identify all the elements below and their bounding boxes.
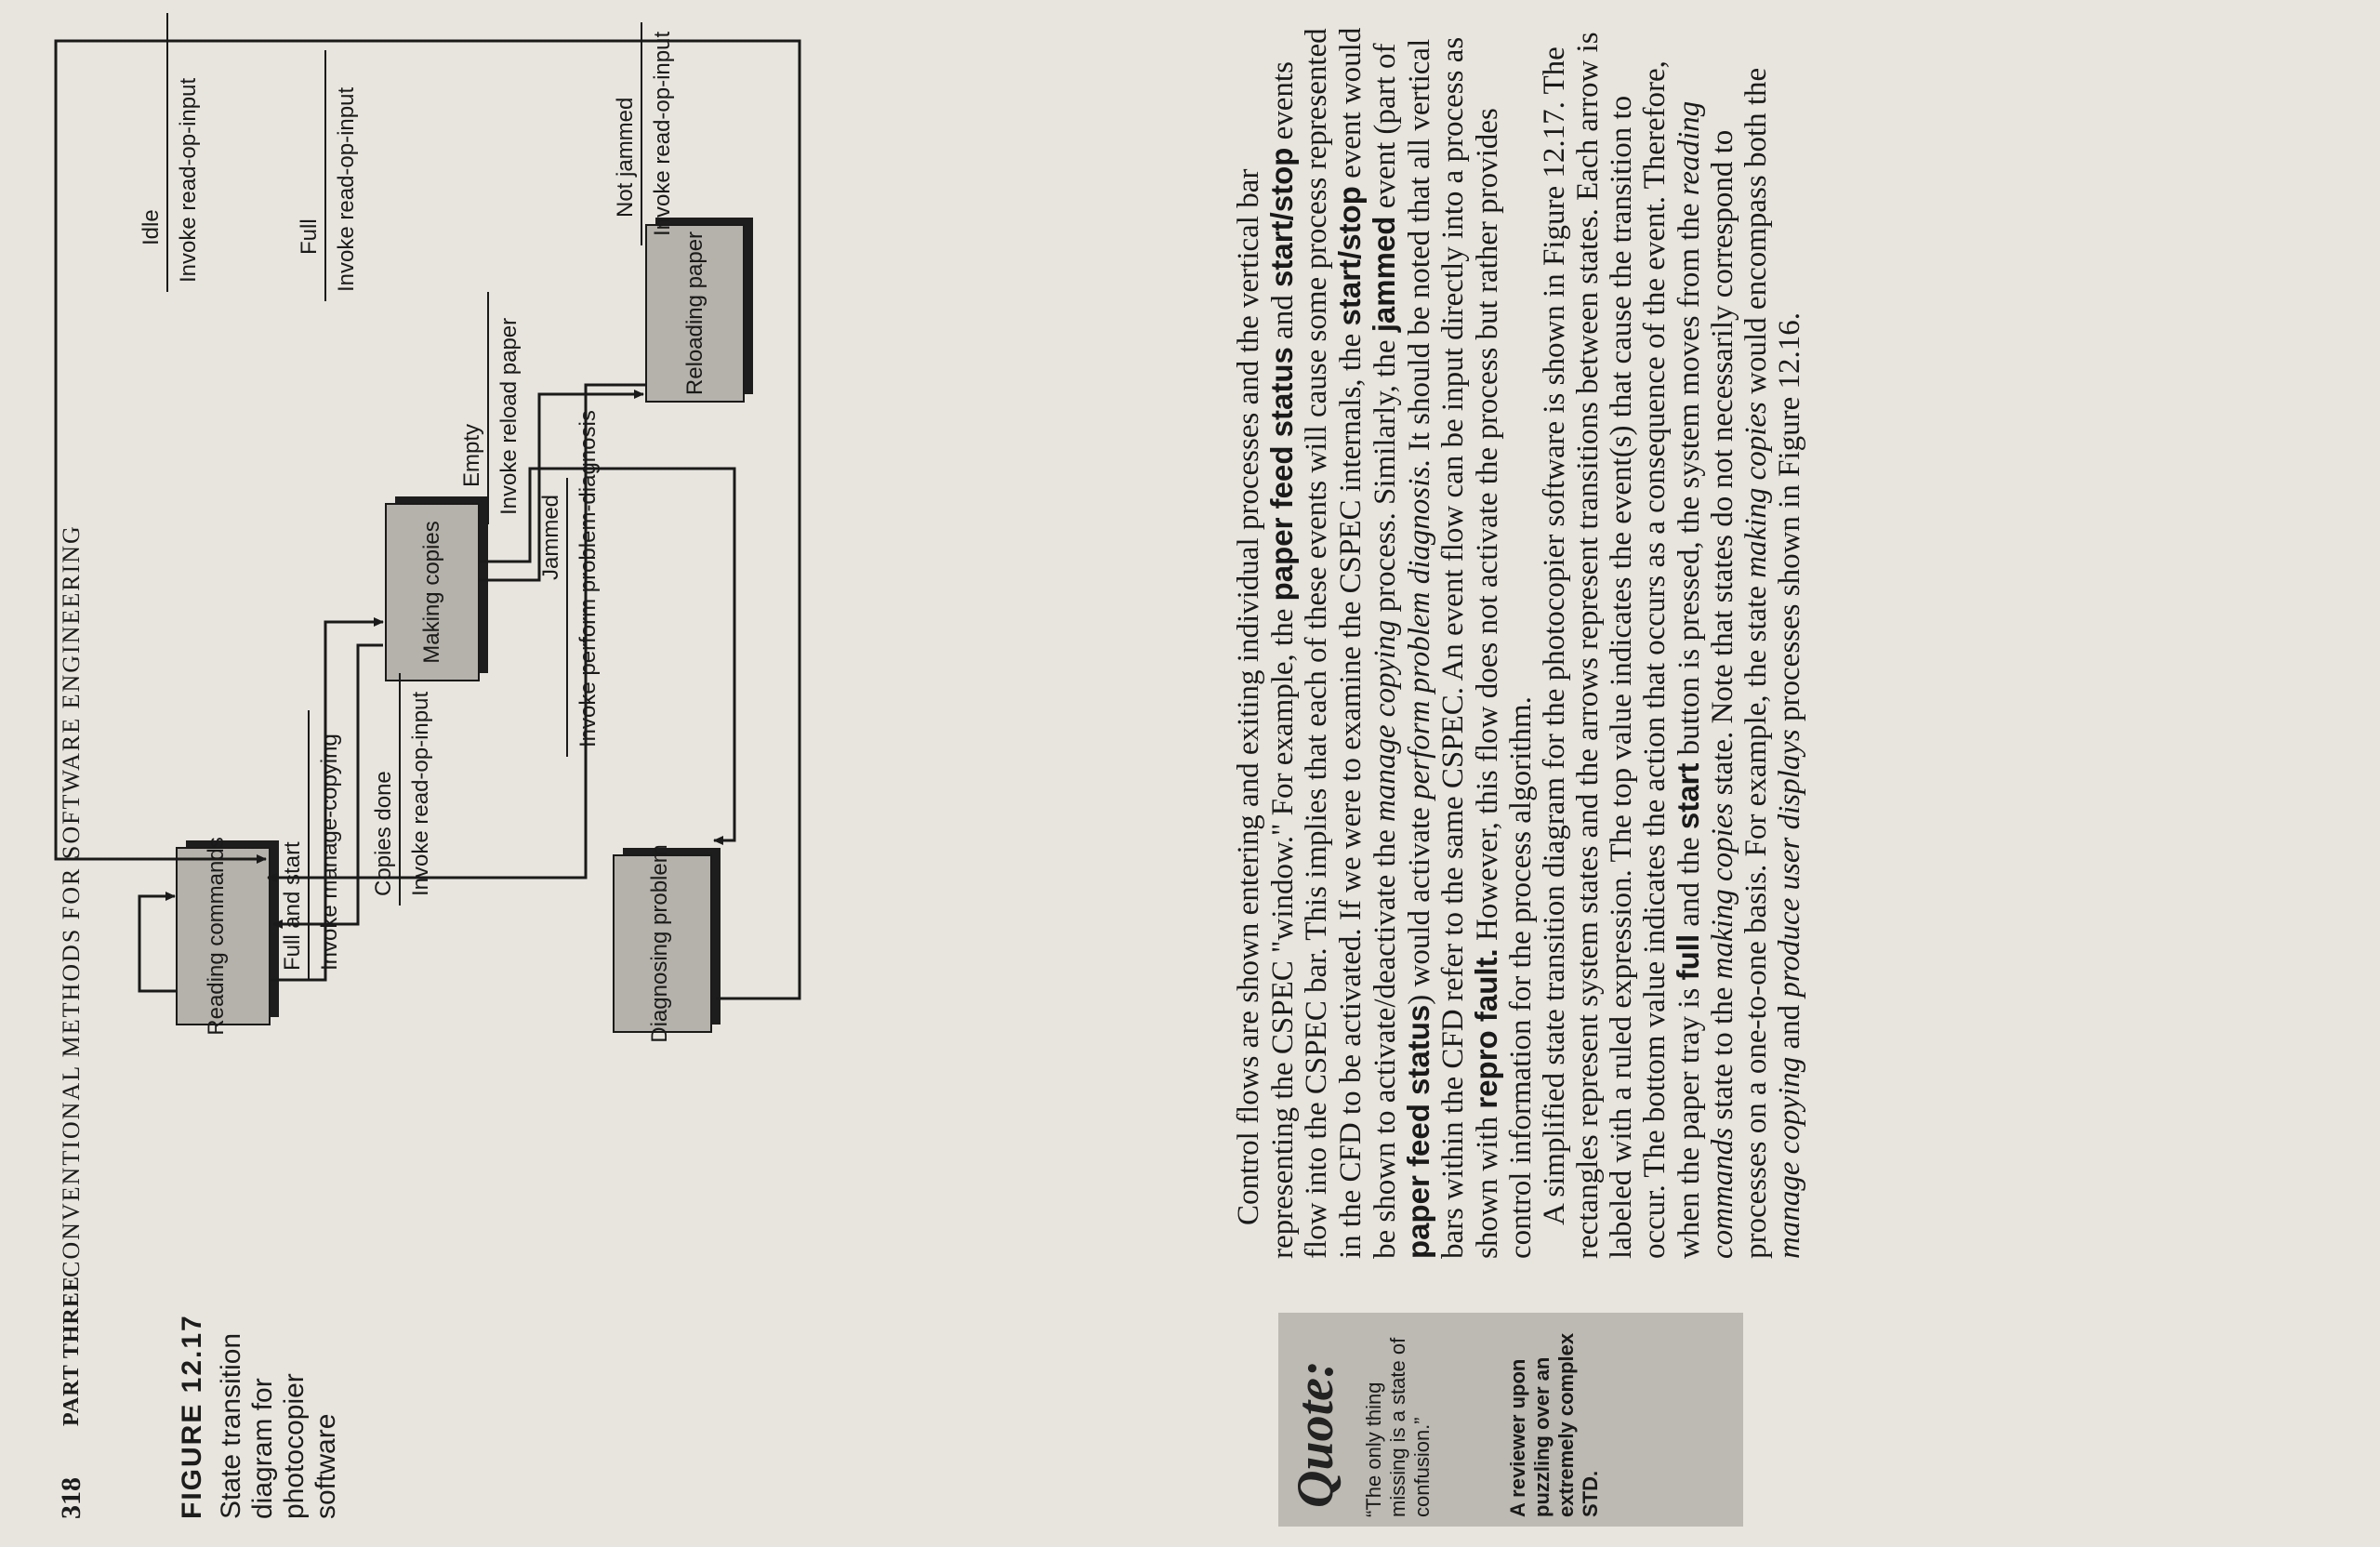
arrow-copies-done [272, 643, 383, 929]
arrow-full [267, 383, 646, 882]
state-reloading-paper: Reloading paper [645, 218, 753, 403]
svg-text:Not jammed: Not jammed [613, 98, 638, 218]
svg-text:Invoke read-op-input: Invoke read-op-input [408, 692, 433, 896]
state-label-reloading: Reloading paper [682, 231, 707, 395]
label-idle: Idle Invoke read-op-input [139, 13, 201, 292]
label-empty: Empty Invoke reload paper [459, 292, 522, 524]
label-full-start: Full and start Invoke manage-copying [280, 710, 342, 980]
arrow-jammed [479, 467, 736, 845]
svg-text:Invoke reload paper: Invoke reload paper [496, 318, 522, 515]
label-copies-done: Copies done Invoke read-op-input [371, 673, 433, 906]
quote-title: Quote: [1287, 1360, 1344, 1508]
state-making-copies: Making copies [385, 496, 488, 681]
svg-text:Empty: Empty [459, 424, 484, 487]
quote-sidebar: Quote: “The only thing missing is a stat… [1278, 1313, 1743, 1527]
state-reading-commands: Reading commands [176, 837, 279, 1036]
svg-text:Full: Full [297, 218, 322, 255]
svg-text:Jammed: Jammed [538, 495, 563, 580]
quote-author: A reviewer upon puzzling over an extreme… [1506, 1332, 1602, 1517]
arrow-idle [138, 892, 177, 993]
arrow-not-jammed [54, 39, 801, 1000]
svg-text:Invoke read-op-input: Invoke read-op-input [176, 78, 201, 283]
svg-text:Invoke read-op-input: Invoke read-op-input [334, 87, 359, 292]
label-not-jammed: Not jammed Invoke read-op-input [613, 22, 675, 245]
transition-arrows [54, 39, 801, 1000]
svg-text:Invoke read-op-input: Invoke read-op-input [650, 32, 675, 236]
svg-text:Copies done: Copies done [371, 771, 396, 896]
quote-text: “The only thing missing is a state of co… [1362, 1337, 1434, 1517]
state-transition-diagram: Reading commands Making copies Reloading… [54, 13, 801, 1043]
label-jammed: Jammed Invoke perform problem-diagnosis [538, 410, 601, 757]
paragraph-state-diagram: A simplified state transition diagram fo… [1538, 32, 1806, 1259]
paragraph-control-flows: Control flows are shown entering and exi… [1232, 27, 1538, 1259]
body-text: Control flows are shown entering and exi… [1232, 22, 1806, 1259]
state-label-making: Making copies [419, 521, 444, 663]
svg-text:Invoke manage-copying: Invoke manage-copying [317, 734, 342, 971]
state-label-reading: Reading commands [204, 837, 229, 1035]
state-diagnosing-problem: Diagnosing problem [613, 844, 721, 1043]
svg-text:Full and start: Full and start [280, 841, 305, 971]
svg-text:Idle: Idle [139, 209, 164, 245]
label-full: Full Invoke read-op-input [297, 50, 359, 301]
arrow-empty [479, 390, 644, 582]
svg-text:Invoke perform problem-diagnos: Invoke perform problem-diagnosis [575, 410, 601, 747]
state-label-diagnosing: Diagnosing problem [647, 844, 672, 1042]
arrow-full-start [270, 617, 384, 982]
